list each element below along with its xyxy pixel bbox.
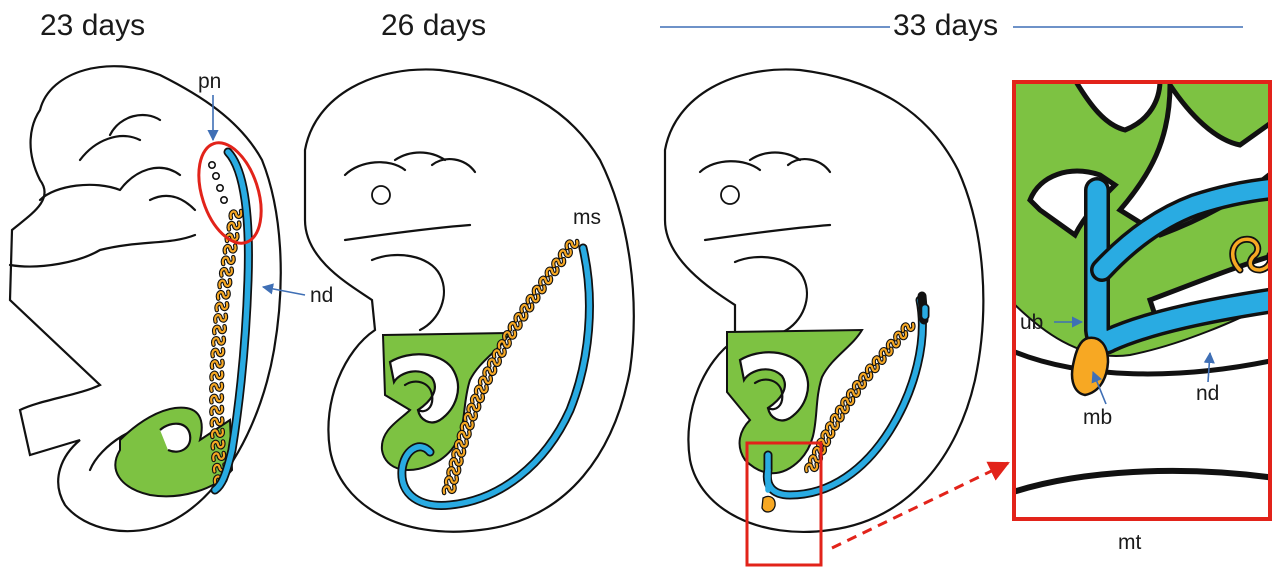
zoom-inset: ub mb nd mt	[1010, 80, 1274, 554]
embryo-26-days: ms	[305, 69, 634, 531]
label-mt: mt	[1118, 531, 1141, 554]
stage-title-33-days: 33 days	[893, 9, 998, 42]
pronephric-tubule	[221, 197, 227, 203]
stage-title-26-days: 26 days	[381, 9, 486, 42]
stage-title-23-days: 23 days	[40, 9, 145, 42]
pronephric-tubule	[217, 185, 223, 191]
embryo-26-outline	[305, 69, 634, 531]
label-nd: nd	[310, 284, 333, 307]
label-mb: mb	[1083, 406, 1112, 429]
embryo-23-days: pn nd	[10, 66, 333, 531]
label-ms: ms	[573, 206, 601, 229]
embryo-33-metanephric-blastema	[762, 496, 775, 512]
embryo-26-eye	[372, 186, 390, 204]
pronephric-tubule	[209, 162, 215, 168]
embryo-33-outline	[665, 69, 983, 531]
label-nd-inset: nd	[1196, 382, 1219, 405]
embryo-33-days	[665, 69, 1008, 565]
pronephric-tubule	[213, 173, 219, 179]
label-ub: ub	[1020, 311, 1043, 334]
label-pn: pn	[198, 70, 221, 93]
embryo-33-eye	[721, 186, 739, 204]
